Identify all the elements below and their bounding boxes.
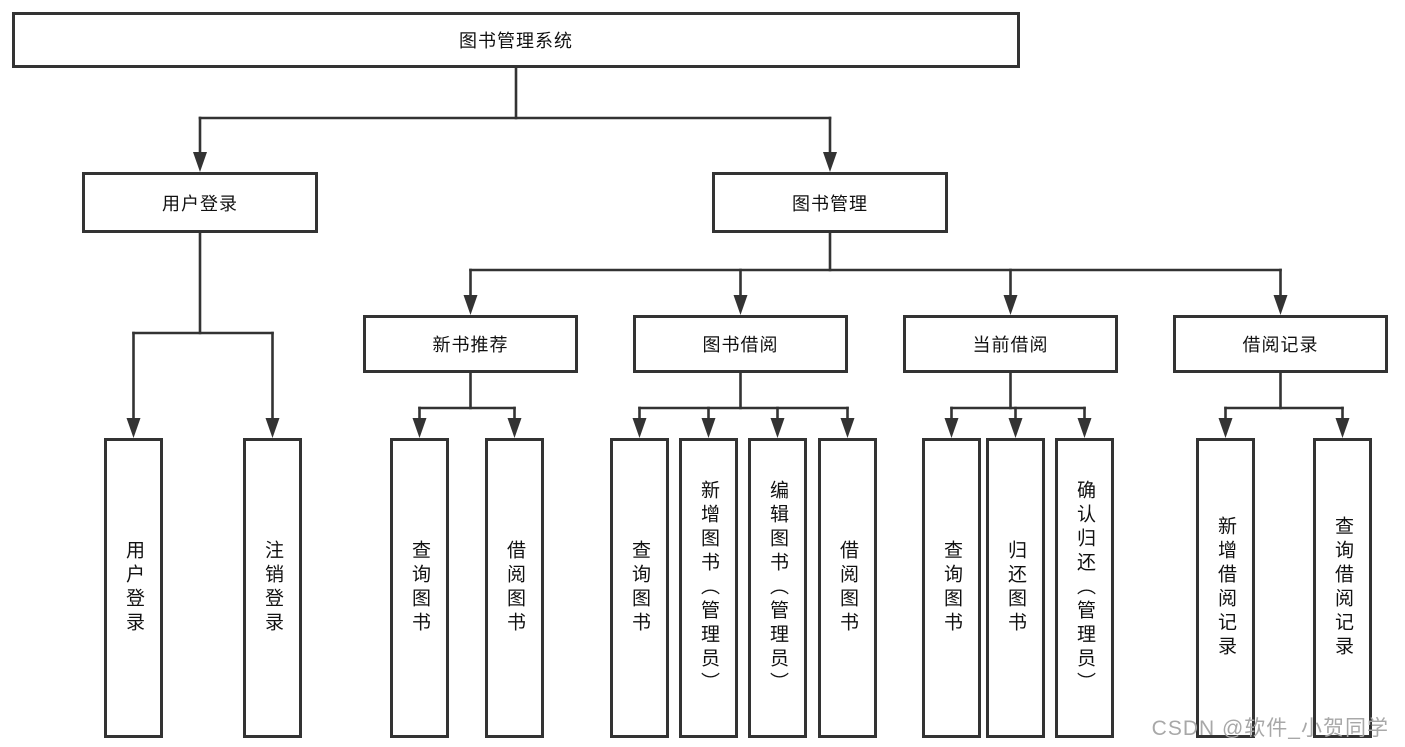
arrow-head: [126, 418, 141, 438]
arrow-head: [507, 418, 522, 438]
arrow-head: [412, 418, 427, 438]
arrow-head: [1008, 418, 1023, 438]
arrow-head: [823, 152, 837, 172]
arrow-head: [193, 152, 207, 172]
arrow-head: [733, 295, 748, 315]
arrow-head: [840, 418, 855, 438]
arrow-head: [770, 418, 785, 438]
arrow-head: [632, 418, 647, 438]
arrow-head: [265, 418, 280, 438]
arrow-head: [944, 418, 959, 438]
arrow-head: [1077, 418, 1092, 438]
arrow-head: [1335, 418, 1350, 438]
arrow-head: [1273, 295, 1288, 315]
arrow-head: [1218, 418, 1233, 438]
arrow-head: [701, 418, 716, 438]
arrow-head: [1003, 295, 1018, 315]
arrow-head: [463, 295, 478, 315]
watermark: CSDN @软件_小贺同学: [1151, 717, 1389, 740]
